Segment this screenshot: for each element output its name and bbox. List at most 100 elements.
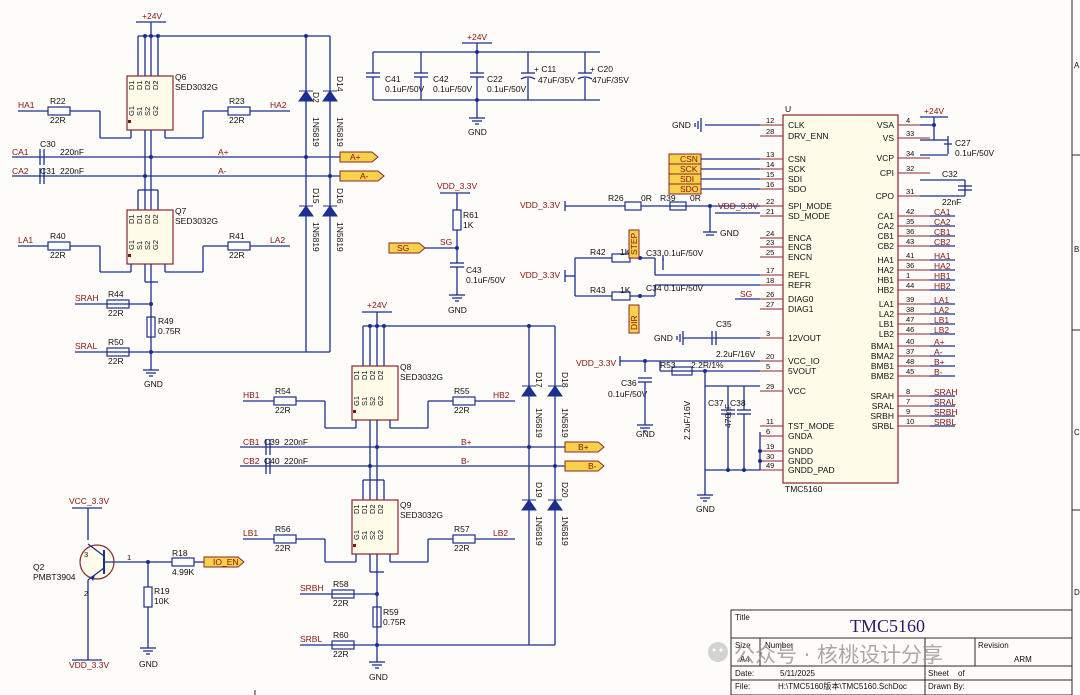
svg-text:0.1uF/50V: 0.1uF/50V <box>664 248 704 258</box>
svg-text:D2: D2 <box>368 370 377 380</box>
svg-text:D1: D1 <box>352 370 361 380</box>
ic-pin-name: SDI <box>788 174 802 184</box>
svg-text:STEP: STEP <box>629 232 639 255</box>
svg-text:R61: R61 <box>463 210 479 220</box>
ic-net-label: LA2 <box>934 305 949 315</box>
svg-text:S1: S1 <box>360 531 369 540</box>
ic-pin-number: 36 <box>906 227 914 236</box>
title-value: TMC5160 <box>850 616 925 636</box>
svg-text:1K: 1K <box>463 220 474 230</box>
svg-text:C37: C37 <box>708 398 724 408</box>
svg-text:A+: A+ <box>350 152 361 162</box>
svg-text:0R: 0R <box>690 193 701 203</box>
svg-text:VCC_3.3V: VCC_3.3V <box>69 496 109 506</box>
svg-text:VDD_3.3V: VDD_3.3V <box>437 181 477 191</box>
svg-text:SCK: SCK <box>680 164 698 174</box>
ic-pin-name: VS <box>883 133 895 143</box>
net-ca2-left: CA2 <box>12 166 29 176</box>
ic-pin-number: 39 <box>906 295 914 304</box>
mosfet-q8: D1 D1 D2 D2 G1 S1 S2 G2 Q8 SED3032G <box>351 362 443 421</box>
svg-text:VDD_3.3V: VDD_3.3V <box>576 358 616 368</box>
ic-pin-vs: 33 VS <box>883 129 930 143</box>
svg-text:H:\TMC5160版本\TMC5160.SchDoc: H:\TMC5160版本\TMC5160.SchDoc <box>778 681 907 691</box>
mosfet-q6: D1 D1 D2 D2 G1 S1 S2 G2 Q6 SED3032G <box>126 72 218 131</box>
ic-pin-number: 46 <box>906 325 914 334</box>
svg-text:22R: 22R <box>333 649 349 659</box>
svg-text:VDD_3.3V: VDD_3.3V <box>520 270 560 280</box>
ic-pin-number: 31 <box>906 187 914 196</box>
svg-text:D2: D2 <box>151 214 160 224</box>
svg-text:D16: D16 <box>335 188 345 204</box>
svg-text:+24V: +24V <box>924 106 944 116</box>
svg-text:1N5819: 1N5819 <box>335 117 345 147</box>
svg-text:22R: 22R <box>333 598 349 608</box>
svg-text:R18: R18 <box>172 548 188 558</box>
ic-net-label: HB2 <box>934 281 951 291</box>
svg-text:G1: G1 <box>127 106 136 116</box>
ic-pin-number: 44 <box>906 281 914 290</box>
ic-pin-number: 41 <box>906 251 914 260</box>
svg-text:D15: D15 <box>311 188 321 204</box>
port-csn: CSN <box>668 153 702 165</box>
ic-net-label: CA1 <box>934 207 951 217</box>
svg-text:DIR: DIR <box>629 315 639 330</box>
ic-pin-number: 7 <box>906 397 910 406</box>
ic-pin-number: 40 <box>906 337 914 346</box>
ic-pin-name: ENCB <box>788 242 812 252</box>
svg-text:0R: 0R <box>641 193 652 203</box>
ic-pin-number: 16 <box>766 180 774 189</box>
svg-text:2: 2 <box>84 589 88 598</box>
svg-text:S2: S2 <box>368 397 377 406</box>
svg-text:GND: GND <box>696 504 715 514</box>
svg-text:D19: D19 <box>534 482 544 498</box>
ic-pin-number: 47 <box>906 315 914 324</box>
svg-text:R50: R50 <box>108 337 124 347</box>
title-block: Title TMC5160 Size A4 Number Revision AR… <box>730 609 1073 695</box>
ic-pin-number: 18 <box>766 276 774 285</box>
ic-net-label: B+ <box>934 357 945 367</box>
ic-pin-number: 8 <box>906 387 910 396</box>
svg-text:1: 1 <box>127 553 131 562</box>
ic-pin-number: 42 <box>906 207 914 216</box>
ic-pin-name: CLK <box>788 120 805 130</box>
net-ha2-left: HA2 <box>270 100 287 110</box>
svg-text:C36: C36 <box>621 378 637 388</box>
svg-text:D1: D1 <box>127 214 136 224</box>
svg-text:TMC5160: TMC5160 <box>785 484 823 494</box>
ic-pin-name: CPI <box>880 168 894 178</box>
ic-net-label: CB2 <box>934 237 951 247</box>
svg-text:SED3032G: SED3032G <box>400 372 443 382</box>
port-b-minus: B- <box>564 460 605 472</box>
svg-text:S2: S2 <box>143 107 152 116</box>
svg-text:2.2R/1%: 2.2R/1% <box>691 360 724 370</box>
svg-text:220nF: 220nF <box>60 147 84 157</box>
ic-pin-name: BMB2 <box>871 371 894 381</box>
net-ha1-left: HA1 <box>18 100 35 110</box>
svg-text:SED3032G: SED3032G <box>400 510 443 520</box>
svg-text:2.2uF/16V: 2.2uF/16V <box>716 349 756 359</box>
svg-text:D2: D2 <box>368 504 377 514</box>
border-letter-b: B <box>1074 245 1079 254</box>
svg-text:VDD_3.3V: VDD_3.3V <box>718 201 758 211</box>
ic-pin-number: 43 <box>906 237 914 246</box>
ic-pin-number: 33 <box>906 129 914 138</box>
svg-text:R26: R26 <box>608 193 624 203</box>
ic-pin-name: GNDD <box>788 456 813 466</box>
svg-text:220nF: 220nF <box>60 166 84 176</box>
svg-text:D1: D1 <box>360 370 369 380</box>
svg-text:D17: D17 <box>534 372 544 388</box>
port-b-plus: B+ <box>564 441 605 453</box>
ic-pin-name: REFL <box>788 270 810 280</box>
svg-text:D20: D20 <box>560 482 570 498</box>
port-step: STEP <box>628 229 640 259</box>
ic-tmc5160: U TMC5160 <box>782 104 899 494</box>
svg-text:of: of <box>958 669 965 678</box>
